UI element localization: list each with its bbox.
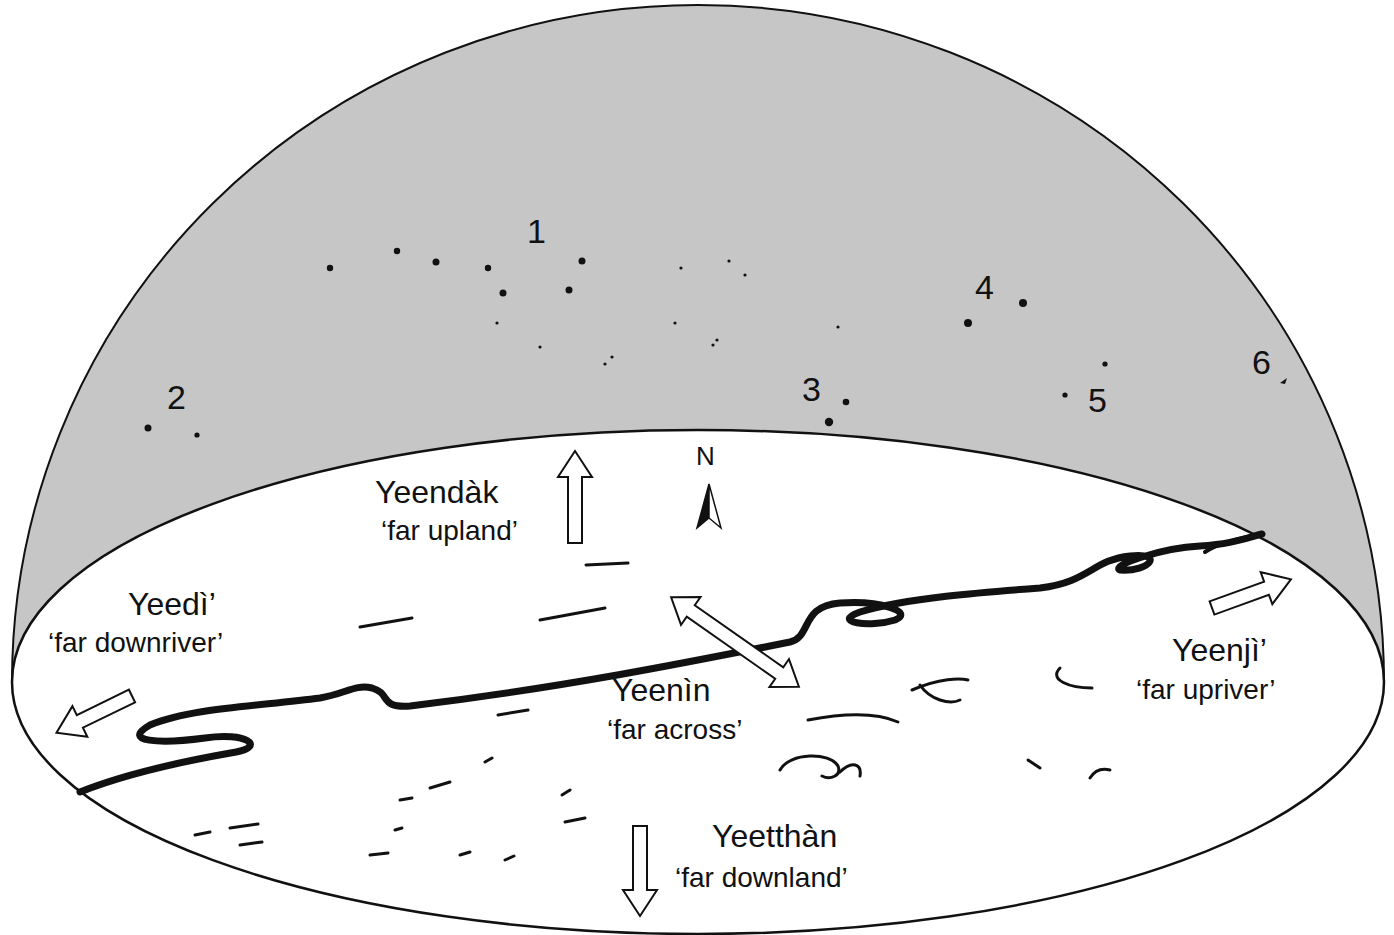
direction-arrows (49, 451, 1297, 916)
direction-label: Yeenjì’ (1172, 632, 1267, 669)
callout-number: 3 (802, 370, 821, 409)
north-arrow (697, 484, 721, 528)
gloss-label: ‘far downriver’ (48, 627, 223, 659)
compass-label: N (696, 442, 715, 472)
callout-number: 6 (1252, 343, 1271, 382)
direction-label: Yeenìn (612, 672, 710, 709)
gloss-label: ‘far across’ (607, 714, 742, 746)
land-marks (195, 563, 1110, 860)
callout-number: 2 (167, 378, 186, 417)
direction-label: Yeetthàn (712, 818, 837, 855)
direction-label: Yeendàk (375, 474, 498, 511)
stars (145, 248, 1288, 438)
callout-number: 1 (527, 212, 546, 251)
direction-label: Yeedì’ (128, 586, 216, 623)
callout-number: 4 (975, 268, 994, 307)
gloss-label: ‘far downland’ (675, 862, 848, 894)
river (80, 534, 1262, 792)
callout-number: 5 (1088, 381, 1107, 420)
land-disc (12, 430, 1384, 934)
gloss-label: ‘far upriver’ (1136, 674, 1276, 706)
gloss-label: ‘far upland’ (381, 515, 518, 547)
